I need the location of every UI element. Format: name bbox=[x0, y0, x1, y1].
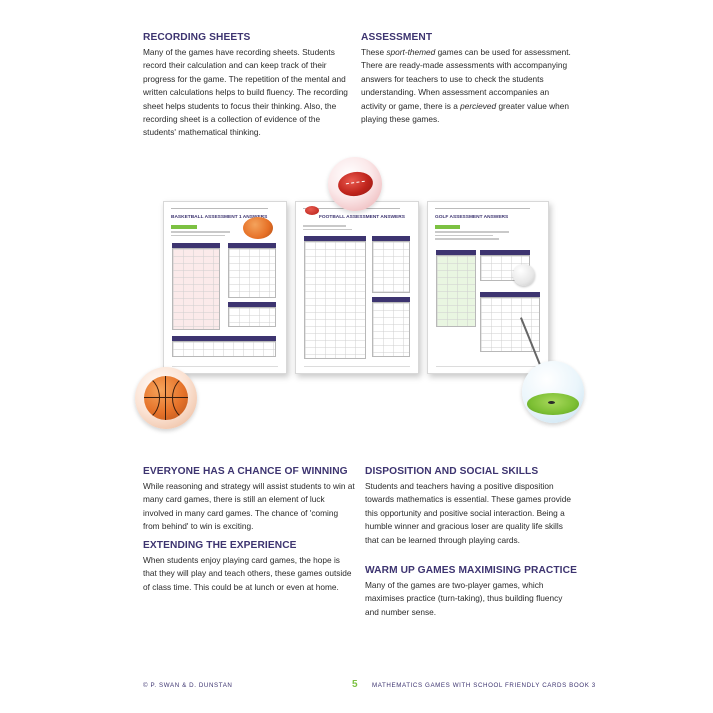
afl-ball-shape bbox=[336, 169, 375, 199]
instruction-line bbox=[435, 231, 510, 233]
data-table bbox=[172, 341, 276, 357]
sheet-footer-line bbox=[436, 366, 540, 367]
body-text: greater value when playing these games. bbox=[361, 100, 570, 125]
data-table bbox=[372, 241, 410, 293]
name-line bbox=[171, 208, 269, 210]
section-heading: RECORDING SHEETS bbox=[143, 32, 251, 43]
body-text: These bbox=[361, 47, 387, 57]
green-label bbox=[171, 225, 197, 229]
sheet-title: GOLF ASSESSMENT ANSWERS bbox=[435, 215, 509, 220]
section-heading: DISPOSITION AND SOCIAL SKILLS bbox=[365, 466, 539, 477]
table-header bbox=[480, 292, 540, 297]
section-body: Many of the games have recording sheets.… bbox=[143, 47, 348, 138]
table-header bbox=[172, 336, 276, 341]
body-text: games can be used for assessment. There … bbox=[361, 47, 571, 111]
extending-experience-section: EXTENDING THE EXPERIENCE When students e… bbox=[143, 540, 355, 594]
golf-ball-icon bbox=[513, 264, 535, 286]
page-number: 5 bbox=[352, 679, 358, 690]
section-body: While reasoning and strategy will assist… bbox=[143, 481, 355, 532]
table-header bbox=[372, 297, 410, 302]
table-header bbox=[436, 250, 476, 255]
basketball-hoop-icon bbox=[243, 217, 273, 239]
basketball-icon bbox=[135, 367, 197, 429]
warmup-games-section: WARM UP GAMES MAXIMISING PRACTICE Many o… bbox=[365, 565, 577, 619]
body-emphasis: percieved bbox=[460, 100, 497, 111]
recording-sheets-section: RECORDING SHEETS Many of the games have … bbox=[143, 32, 355, 140]
green-label bbox=[435, 225, 461, 229]
instruction-line bbox=[303, 225, 347, 227]
section-body: When students enjoy playing card games, … bbox=[143, 555, 352, 592]
table-header bbox=[228, 302, 276, 307]
name-line bbox=[435, 208, 531, 210]
data-table bbox=[228, 307, 276, 327]
football-icon bbox=[305, 206, 319, 215]
table-header bbox=[480, 250, 530, 255]
golf-assessment-sheet: GOLF ASSESSMENT ANSWERS bbox=[427, 201, 549, 374]
sheet-footer-line bbox=[172, 366, 278, 367]
section-heading: EVERYONE HAS A CHANCE OF WINNING bbox=[143, 466, 348, 477]
sheet-title: BASKETBALL ASSESSMENT 1 ANSWERS bbox=[171, 215, 268, 220]
basketball-shape bbox=[144, 376, 188, 420]
golf-green-icon bbox=[522, 361, 584, 423]
instruction-line bbox=[171, 234, 225, 236]
instruction-line bbox=[303, 228, 352, 230]
section-heading: EXTENDING THE EXPERIENCE bbox=[143, 540, 297, 551]
instruction-line bbox=[435, 234, 494, 236]
section-body: These sport-themed games can be used for… bbox=[361, 46, 573, 126]
instruction-line bbox=[171, 231, 231, 233]
golf-hole-shape bbox=[548, 401, 555, 404]
table-header bbox=[304, 236, 366, 241]
data-table bbox=[436, 255, 476, 327]
green-shape bbox=[527, 393, 579, 415]
sheet-footer-line bbox=[304, 366, 410, 367]
footer-copyright: © P. SWAN & D. DUNSTAN bbox=[143, 682, 233, 689]
assessment-section: ASSESSMENT These sport-themed games can … bbox=[361, 32, 573, 126]
afl-football-icon bbox=[328, 157, 382, 211]
footer-book-title: MATHEMATICS GAMES WITH SCHOOL FRIENDLY C… bbox=[372, 682, 596, 689]
football-assessment-sheet: FOOTBALL ASSESSMENT ANSWERS bbox=[295, 201, 419, 374]
body-emphasis: sport-themed bbox=[386, 47, 436, 57]
data-table bbox=[172, 248, 220, 330]
data-table bbox=[304, 241, 366, 359]
everyone-chance-section: EVERYONE HAS A CHANCE OF WINNING While r… bbox=[143, 466, 355, 534]
sheet-title: FOOTBALL ASSESSMENT ANSWERS bbox=[319, 215, 405, 220]
section-body: Many of the games are two-player games, … bbox=[365, 580, 563, 617]
data-table bbox=[228, 248, 276, 298]
instruction-line bbox=[435, 238, 499, 240]
table-header bbox=[372, 236, 410, 241]
table-header bbox=[172, 243, 220, 248]
table-header bbox=[228, 243, 276, 248]
disposition-section: DISPOSITION AND SOCIAL SKILLS Students a… bbox=[365, 466, 577, 547]
section-heading: ASSESSMENT bbox=[361, 32, 433, 43]
data-table bbox=[372, 302, 410, 357]
section-body: Students and teachers having a positive … bbox=[365, 481, 571, 545]
section-heading: WARM UP GAMES MAXIMISING PRACTICE bbox=[365, 565, 577, 576]
